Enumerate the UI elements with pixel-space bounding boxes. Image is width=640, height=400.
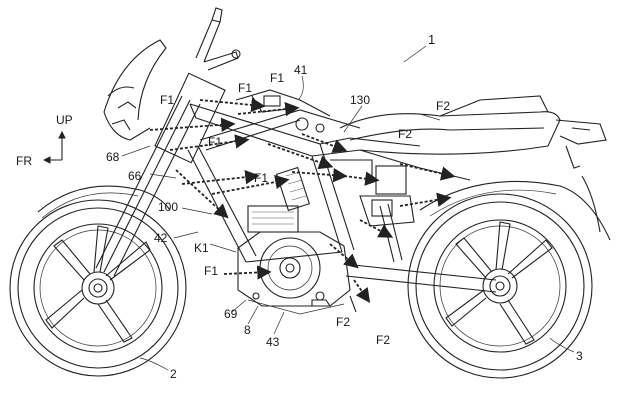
direction-up-label: UP bbox=[56, 113, 73, 127]
rear-fender bbox=[419, 180, 611, 241]
battery-box bbox=[247, 166, 311, 233]
label-100: 100 bbox=[158, 200, 178, 214]
label-66: 66 bbox=[128, 169, 142, 183]
front-fork bbox=[95, 72, 226, 277]
airflow-f1-arrows bbox=[149, 97, 348, 280]
label-f2-bottom-b: F2 bbox=[376, 333, 390, 347]
footrest bbox=[311, 295, 357, 313]
label-f2-mid: F2 bbox=[398, 127, 412, 141]
label-f1-e: F1 bbox=[254, 171, 268, 185]
label-2: 2 bbox=[170, 367, 177, 381]
front-wheel bbox=[9, 199, 187, 377]
reference-labels: 1 F1 F1 41 130 F2 F2 F1 F1 F1 68 66 100 … bbox=[106, 32, 583, 381]
label-3: 3 bbox=[576, 349, 583, 363]
label-f1-d: F1 bbox=[208, 135, 222, 149]
handlebar bbox=[195, 7, 241, 71]
direction-front-label: FR bbox=[16, 154, 32, 168]
front-fender bbox=[37, 185, 171, 213]
frame bbox=[187, 103, 421, 263]
label-69: 69 bbox=[224, 307, 238, 321]
label-f2-top: F2 bbox=[436, 99, 450, 113]
label-130: 130 bbox=[350, 93, 370, 107]
tail-light bbox=[555, 119, 607, 233]
label-1: 1 bbox=[428, 32, 435, 47]
label-k1: K1 bbox=[194, 241, 209, 255]
label-43: 43 bbox=[266, 335, 280, 349]
label-f1-b: F1 bbox=[270, 71, 284, 85]
label-68: 68 bbox=[106, 150, 120, 164]
headlight-cowl bbox=[103, 39, 167, 141]
airflow-f2-arrows bbox=[329, 163, 456, 303]
controller bbox=[330, 159, 415, 227]
direction-indicator: UP FR bbox=[16, 113, 73, 168]
label-f1-a: F1 bbox=[238, 81, 252, 95]
label-41: 41 bbox=[294, 63, 308, 77]
label-8: 8 bbox=[244, 323, 251, 337]
label-f2-bottom-a: F2 bbox=[336, 315, 350, 329]
leader-lines bbox=[121, 45, 575, 371]
label-f1-c: F1 bbox=[160, 93, 174, 107]
label-42: 42 bbox=[154, 231, 168, 245]
rear-wheel bbox=[407, 193, 593, 379]
label-f1-f: F1 bbox=[204, 264, 218, 278]
